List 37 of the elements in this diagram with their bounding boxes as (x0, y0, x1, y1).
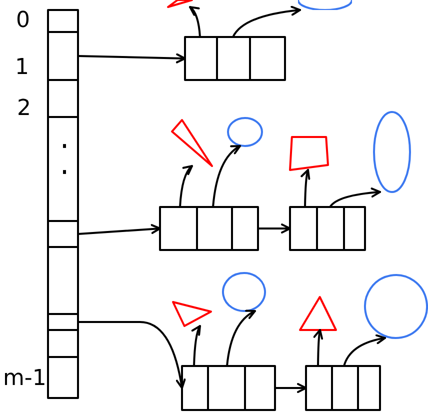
index-label: 2 (17, 98, 31, 120)
triangle (168, 0, 192, 7)
oval (374, 112, 410, 192)
circle (228, 118, 262, 146)
quadrilateral (290, 137, 328, 170)
arrow (189, 6, 201, 38)
oval (365, 275, 427, 338)
index-label: 1 (15, 57, 29, 79)
arrow (343, 334, 386, 367)
list-node-record (185, 37, 285, 80)
arrow (77, 224, 161, 235)
arrow (77, 53, 186, 64)
array-column (48, 10, 78, 398)
arrow (329, 188, 381, 208)
list-node-record (290, 207, 365, 250)
arrow (212, 145, 241, 208)
arrow (77, 321, 186, 389)
arrow (226, 310, 256, 367)
array-slot (48, 32, 78, 80)
index-label: m-1 (3, 368, 46, 390)
arrow (274, 383, 307, 393)
triangle (300, 297, 336, 330)
arrow (179, 165, 193, 208)
list-node-record (306, 366, 380, 410)
triangle (173, 302, 211, 326)
oval (223, 273, 265, 311)
arrow (257, 224, 291, 234)
arrow (232, 6, 301, 38)
arrow (192, 325, 201, 367)
array-slot (48, 314, 78, 330)
arrow (300, 169, 311, 208)
arrow (314, 329, 324, 367)
list-node-record (182, 366, 275, 410)
array-slot (48, 221, 78, 247)
list-node-record (160, 207, 258, 250)
triangle (172, 120, 212, 166)
index-label: 0 (16, 10, 30, 32)
